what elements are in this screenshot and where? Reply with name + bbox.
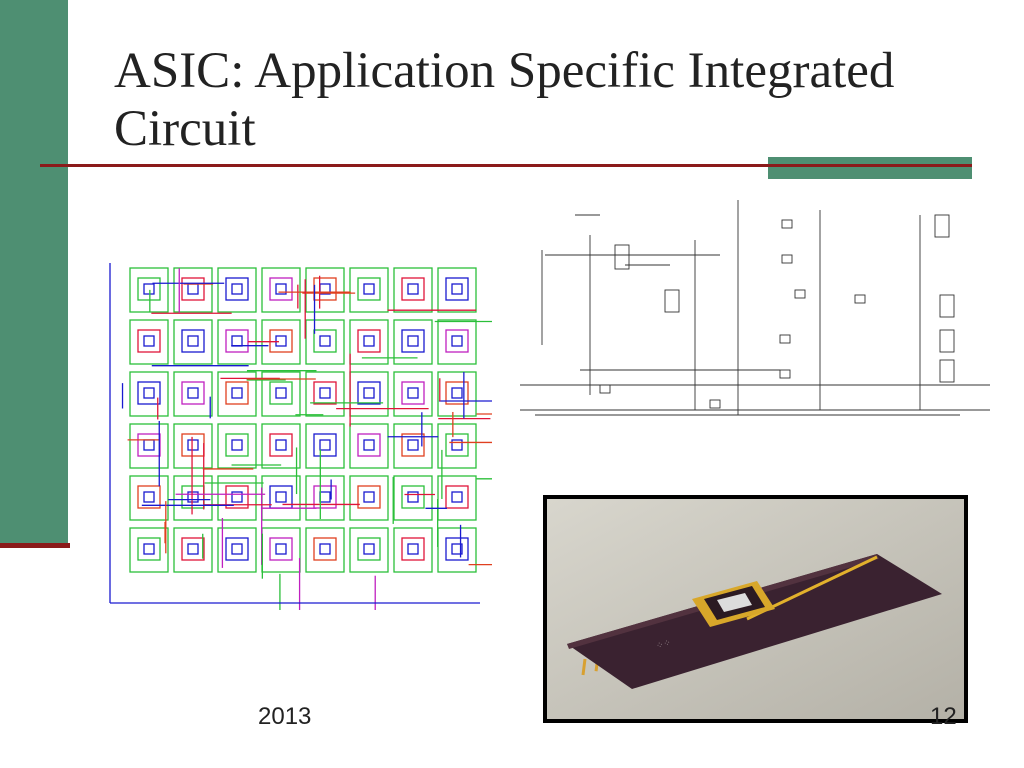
logic-schematic-image <box>520 200 990 416</box>
footer-year: 2013 <box>258 703 312 730</box>
slide-title: ASIC: Application Specific Integrated Ci… <box>114 42 994 158</box>
side-accent-bar <box>0 0 68 545</box>
title-underline <box>40 164 972 167</box>
slide-title-line-2: Circuit <box>114 101 256 157</box>
title-accent-block <box>768 157 972 179</box>
chip-marking: ⁘⁘ <box>655 637 672 651</box>
page-number: 12 <box>930 703 957 730</box>
ic-layout-image <box>109 263 492 610</box>
chip-package-photo: ⁘⁘ <box>543 495 968 723</box>
slide-title-line-1: ASIC: Application Specific Integrated <box>114 43 895 99</box>
side-accent-rule <box>0 543 70 548</box>
